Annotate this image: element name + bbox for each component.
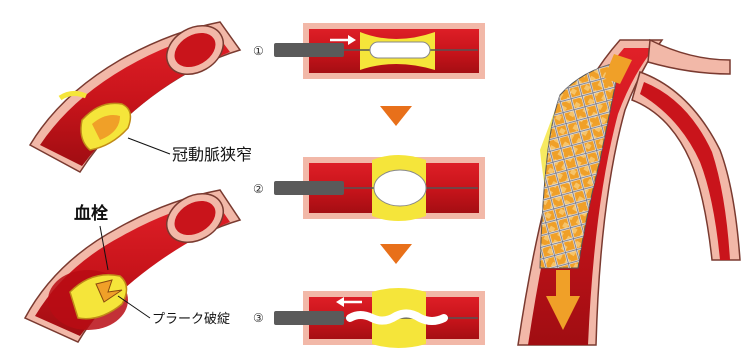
thrombus-label: 血栓 [74, 206, 108, 223]
down-arrow-icon [380, 244, 412, 264]
down-arrow-icon [380, 106, 412, 126]
balloon-step-1 [274, 26, 482, 76]
balloon-step-2 [274, 155, 482, 221]
stent-vessel [518, 40, 740, 345]
step-marker-3: ③ [253, 312, 264, 324]
plaque-rupture-label: プラーク破綻 [152, 313, 230, 326]
balloon-step-3 [274, 288, 482, 348]
stenosis-leader-line [128, 138, 170, 154]
step-marker-2: ② [253, 183, 264, 195]
step-marker-1: ① [253, 45, 264, 57]
stenosis-label: 冠動脈狭窄 [172, 147, 252, 163]
